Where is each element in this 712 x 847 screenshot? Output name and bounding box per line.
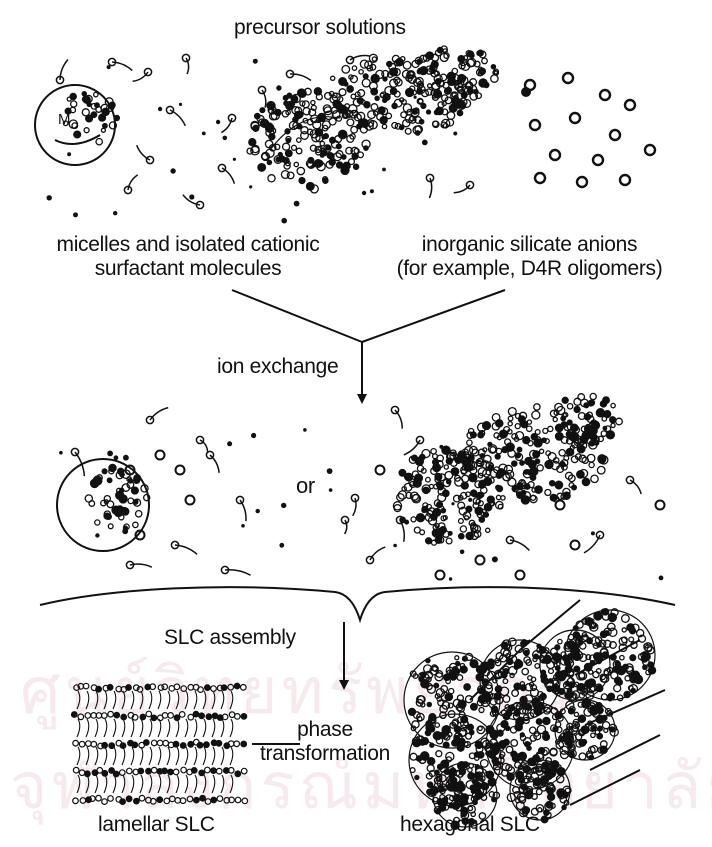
surfactant-molecule xyxy=(124,175,137,194)
silicate-anion xyxy=(556,501,565,510)
title-precursor-solutions: precursor solutions xyxy=(234,16,406,40)
surfactant-molecule xyxy=(133,68,152,81)
surfactant-molecule xyxy=(71,448,84,476)
surfactant-molecule xyxy=(182,54,189,74)
label-ion-exchange: ion exchange xyxy=(217,355,338,379)
silicate-anion xyxy=(563,73,573,83)
label-or: or xyxy=(296,474,315,498)
label-micelles-line2: surfactant molecules xyxy=(8,257,368,281)
label-phase-transformation: phase transformation xyxy=(240,718,410,766)
surfactant-molecule xyxy=(196,436,207,451)
silicate-anion xyxy=(577,177,587,187)
surfactant-molecule xyxy=(108,58,132,70)
surfactant-molecule xyxy=(221,114,235,132)
hexagonal-cylinder xyxy=(553,699,618,760)
silicate-anion xyxy=(535,173,545,183)
surfactant-molecule xyxy=(286,70,311,80)
label-anions-line2: (for example, D4R oligomers) xyxy=(352,257,707,281)
surfactant-molecule xyxy=(258,86,265,107)
ion-exchanged-rod-right xyxy=(393,393,622,545)
label-anions-line1: inorganic silicate anions xyxy=(352,233,707,257)
surfactant-molecule xyxy=(351,494,358,515)
surfactant-molecule xyxy=(146,408,168,424)
surfactant-molecule xyxy=(221,566,250,575)
label-lamellar-slc: lamellar SLC xyxy=(98,813,215,837)
silicate-anion xyxy=(600,90,610,100)
silicate-anion xyxy=(436,571,445,580)
silicate-anion xyxy=(186,496,195,505)
label-hexagonal-slc: hexagonal SLC xyxy=(400,813,540,837)
rod-micelle-top xyxy=(247,46,498,193)
silicate-anion xyxy=(530,120,540,130)
channel-line xyxy=(570,770,640,805)
surfactant-molecule xyxy=(626,476,641,494)
micelle-head-cluster xyxy=(63,92,119,145)
surfactant-molecule xyxy=(126,561,151,568)
silicate-anion xyxy=(476,556,485,565)
lamellar-slc-structure xyxy=(72,683,248,804)
lamellar-layer xyxy=(73,767,247,793)
rod-micelle-body xyxy=(325,54,478,135)
surfactant-molecule xyxy=(137,145,154,163)
surfactant-molecule xyxy=(206,451,219,472)
silicate-anion xyxy=(593,155,603,165)
silicate-anion xyxy=(610,130,620,140)
silicate-anion xyxy=(550,150,560,160)
surfactant-molecule xyxy=(426,174,433,198)
silicate-anions-top xyxy=(521,73,655,187)
silicate-anion xyxy=(571,541,580,550)
surfactant-molecule xyxy=(396,516,404,541)
silicate-anion xyxy=(620,175,630,185)
exchanged-micelle-heads xyxy=(85,464,150,533)
surfactant-molecule xyxy=(171,541,197,554)
surfactant-molecule xyxy=(366,547,385,564)
lamellar-layer xyxy=(74,683,246,709)
surfactant-molecule xyxy=(454,181,474,192)
label-micelles-line1: micelles and isolated cationic xyxy=(8,233,368,257)
silicate-anion xyxy=(516,571,525,580)
surfactant-molecule xyxy=(56,60,68,84)
surfactant-molecule xyxy=(341,516,348,534)
surfactant-molecule xyxy=(218,164,234,183)
label-phase-line1: phase xyxy=(240,718,410,742)
hexagonal-slc-structure xyxy=(404,600,665,829)
surfactant-molecule xyxy=(166,106,185,125)
label-anions: inorganic silicate anions (for example, … xyxy=(352,233,707,281)
silicate-anion xyxy=(521,87,531,97)
label-phase-line2: transformation xyxy=(240,742,410,766)
surfactant-molecule xyxy=(391,406,402,428)
label-micelles: micelles and isolated cationic surfactan… xyxy=(8,233,368,281)
label-m: M xyxy=(58,108,70,132)
surfactant-molecule xyxy=(506,536,529,550)
silicate-anion xyxy=(645,145,655,155)
silicate-anion xyxy=(625,100,635,110)
silicate-anion xyxy=(156,451,165,460)
silicate-anion xyxy=(656,501,665,510)
lamellar-layer xyxy=(73,739,247,765)
lamellar-layer xyxy=(73,795,248,804)
silicate-anion xyxy=(376,466,385,475)
merge-arrows xyxy=(232,290,505,402)
surfactant-molecule xyxy=(236,496,246,521)
silicate-anion xyxy=(570,113,580,123)
silicate-anion xyxy=(176,466,185,475)
spherical-micelle-top xyxy=(35,85,119,165)
surfactant-molecules-top xyxy=(47,54,474,223)
surfactant-molecule xyxy=(404,436,424,455)
label-slc-assembly: SLC assembly xyxy=(164,626,296,650)
lamellar-layer xyxy=(72,711,247,737)
